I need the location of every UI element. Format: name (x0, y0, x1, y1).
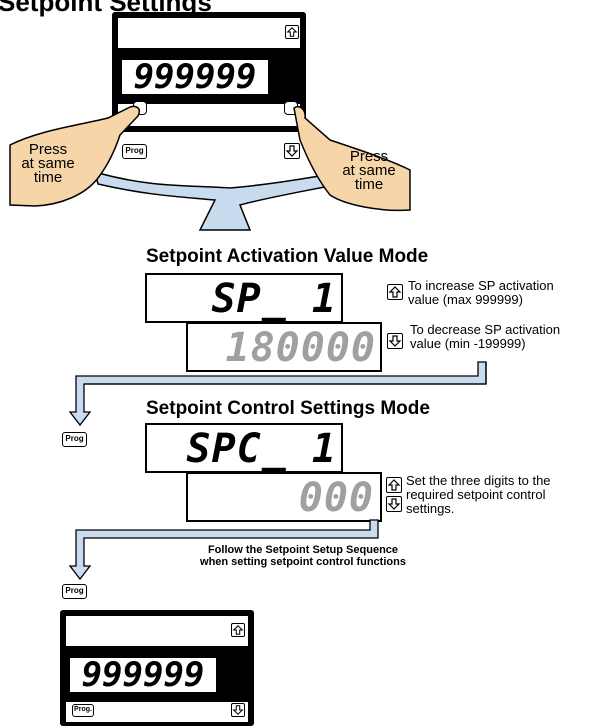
top-prog-button[interactable]: Prog (122, 144, 147, 159)
activation-lower-display: 180000 (186, 322, 382, 372)
control-note: Set the three digits to the required set… (406, 473, 551, 516)
activation-up-note: To increase SP activation value (max 999… (408, 278, 554, 307)
up-arrow-icon (286, 26, 298, 37)
down-arrow-icon (388, 335, 402, 347)
top-meter: 999999 (112, 12, 306, 132)
bottom-meter: 999999 (60, 610, 254, 726)
up-arrow-icon (388, 286, 402, 298)
down-arrow-icon (285, 145, 299, 157)
left-hand-label: Press at same time (21, 141, 75, 186)
down-arrow-icon (232, 705, 244, 716)
bottom-meter-up-button[interactable] (231, 623, 245, 637)
right-hand-icon (293, 106, 411, 212)
control-lower-display: 000 (186, 472, 382, 522)
control-heading: Setpoint Control Settings Mode (146, 398, 430, 419)
hands-illustration (9, 105, 411, 231)
follow-prog-button[interactable]: Prog (62, 584, 87, 599)
activation-down-note: To decrease SP activation value (min -19… (410, 322, 561, 351)
activation-up-button[interactable] (387, 284, 403, 300)
control-down-button[interactable] (386, 496, 402, 512)
activation-down-button[interactable] (387, 333, 403, 349)
top-meter-down-button[interactable] (284, 143, 300, 159)
up-arrow-icon (232, 624, 244, 635)
left-hand-icon (9, 105, 140, 207)
activation-prog-button[interactable]: Prog (62, 432, 87, 447)
follow-note: Follow the Setpoint Setup Sequence when … (200, 544, 406, 568)
control-up-button[interactable] (386, 477, 402, 493)
activation-heading: Setpoint Activation Value Mode (146, 246, 429, 267)
bottom-meter-display: 999999 (70, 658, 216, 692)
right-hand-label: Press at same time (342, 148, 396, 193)
top-meter-up-button[interactable] (285, 25, 299, 39)
top-meter-display: 999999 (122, 60, 268, 94)
down-arrow-icon (387, 498, 401, 510)
bottom-prog-button[interactable]: Prog. (72, 704, 94, 717)
control-upper-display: SPC_ 1 (145, 423, 343, 473)
up-arrow-icon (387, 479, 401, 491)
bottom-meter-down-button[interactable] (231, 703, 245, 717)
